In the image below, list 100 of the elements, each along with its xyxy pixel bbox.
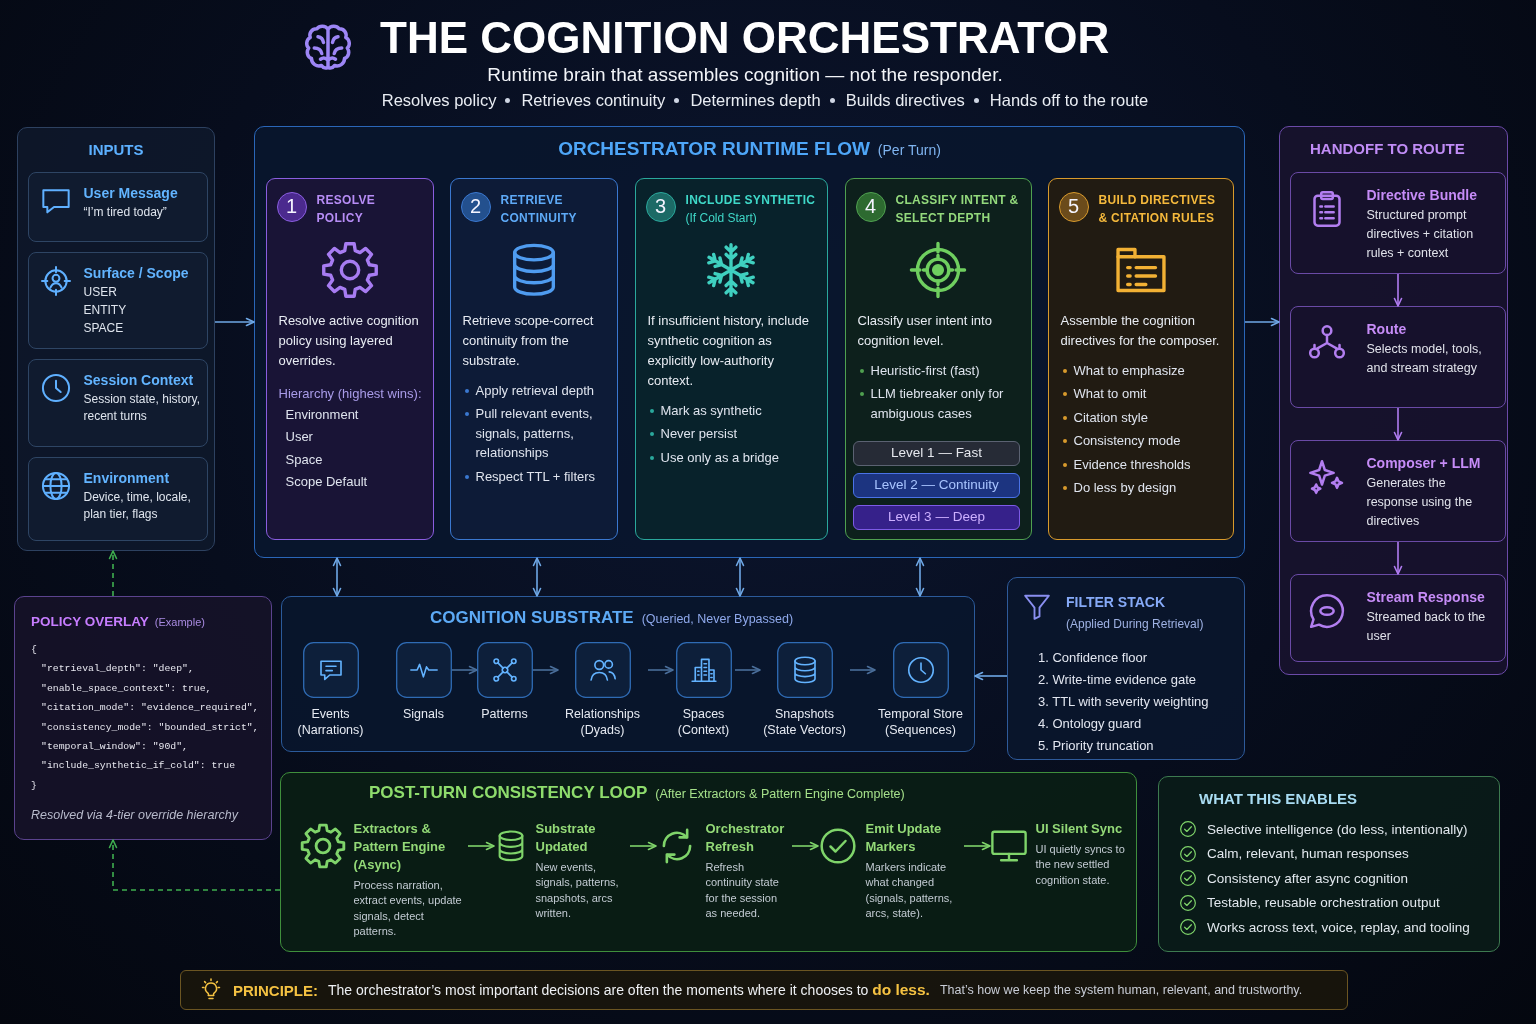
section-panel — [1279, 126, 1508, 675]
card-title: Route — [1366, 319, 1408, 339]
arrow — [532, 665, 559, 675]
loop-step-text: UI quietly syncs to the new settled cognition state. — [1035, 841, 1126, 888]
panel-heading: POLICY OVERLAY — [31, 614, 149, 629]
card-text: Generates the response using the directives — [1366, 474, 1474, 530]
bullet-item: What to emphasize — [1060, 360, 1223, 380]
card-title: Session Context — [83, 370, 195, 390]
arrow — [963, 841, 991, 851]
section-panel — [254, 126, 1245, 558]
step-description: Retrieve scope-correct continuity from the substrate. — [462, 311, 595, 370]
loop-step-text: Markers indicate what changed (signals, patterns, arcs, state). — [865, 859, 954, 921]
footnote: Resolved via 4-tier override hierarchy — [31, 807, 240, 825]
bullet-item: Apply retrieval depth — [462, 380, 607, 400]
code-line: "consistency_mode": "bounded_strict", — [40, 720, 260, 735]
card-text: Structured prompt directives + citation rules + context — [1366, 206, 1475, 262]
principle-text: The orchestrator’s most important decisions are often the moments where it chooses to do less. — [328, 981, 930, 999]
benefit-item: Consistency after async cognition — [1207, 870, 1409, 886]
arrow — [647, 665, 674, 675]
code-line: "enable_space_context": true, — [40, 681, 213, 696]
code-line: } — [31, 778, 38, 793]
principle-banner — [180, 970, 1348, 1010]
arrow — [849, 665, 876, 675]
arrow — [1244, 317, 1280, 327]
section-panel — [281, 596, 975, 752]
step-title: BUILD DIRECTIVES & CITATION RULES — [1098, 191, 1217, 227]
card-text: USER — [83, 283, 118, 301]
handoff-card — [1289, 573, 1506, 662]
loop-step-text: Refresh continuity state for the session as needed. — [705, 859, 780, 921]
code-line: "include_synthetic_if_cold": true — [40, 759, 236, 774]
tile-label: Relationships — [564, 705, 640, 722]
bullet-item: Respect TTL + filters — [462, 466, 607, 486]
card-text: Selects model, tools, and stream strategy — [1366, 340, 1483, 377]
step-number: 1 — [276, 191, 307, 222]
bullet-item: Mark as synthetic — [647, 400, 817, 420]
tile-sublabel: (Context) — [677, 721, 730, 738]
step-card — [844, 177, 1032, 540]
panel-heading: COGNITION SUBSTRATE — [430, 607, 634, 629]
handoff-card — [1289, 439, 1506, 542]
list-item: 2. Write-time evidence gate — [1037, 671, 1197, 689]
tile-label: Snapshots — [774, 705, 835, 722]
code-line: "temporal_window": "90d", — [40, 740, 189, 755]
summary-item: Retrieves continuity — [496, 89, 666, 111]
loop-step-title: Orchestrator Refresh — [705, 819, 786, 856]
panel-heading: POST-TURN CONSISTENCY LOOP — [369, 782, 648, 804]
tile-label: Events — [311, 705, 350, 722]
card-title: Directive Bundle — [1366, 185, 1478, 205]
list-item: 3. TTL with severity weighting — [1037, 693, 1210, 711]
summary-item: Determines depth — [665, 89, 821, 111]
arrow — [467, 841, 495, 851]
card-text: SPACE — [83, 319, 125, 337]
double-arrow — [735, 557, 745, 597]
bullet-item: Citation style — [1060, 407, 1223, 427]
card-title: Environment — [83, 468, 171, 488]
summary-item: Builds directives — [820, 89, 965, 111]
loop-step-text: New events, signals, patterns, snapshots, arcs written. — [535, 859, 620, 921]
list-item: Space — [284, 450, 324, 469]
step-card — [634, 177, 828, 540]
depth-level: Level 2 — Continuity — [853, 473, 1020, 498]
arrow — [629, 841, 657, 851]
depth-level: Level 1 — Fast — [853, 441, 1020, 466]
list-item: 1. Confidence floor — [1037, 649, 1149, 667]
benefit-item: Works across text, voice, replay, and tooling — [1207, 919, 1470, 935]
arrow — [451, 665, 478, 675]
card-title: Composer + LLM — [1366, 453, 1482, 473]
section-panel — [280, 772, 1137, 952]
benefit-item: Testable, reusable orchestration output — [1207, 895, 1440, 911]
principle-note: That’s how we keep the system human, relevant, and trustworthy. — [939, 983, 1303, 997]
input-card — [27, 358, 208, 447]
step-number: 3 — [645, 191, 676, 222]
loop-step-title: Emit Update Markers — [865, 819, 943, 856]
step-description: Classify user intent into cognition level. — [857, 311, 993, 350]
step-number: 2 — [460, 191, 491, 222]
tile-sublabel: (Narrations) — [297, 721, 364, 738]
tile-label: Patterns — [481, 705, 528, 722]
panel-subheading: (Example) — [154, 616, 205, 628]
tile-sublabel: (Sequences) — [885, 721, 956, 738]
step-number: 5 — [1058, 191, 1089, 222]
code-panel — [14, 596, 272, 840]
code-line: "retrieval_depth": "deep", — [40, 662, 195, 677]
handoff-card — [1289, 171, 1506, 274]
card-text: “I’m tired today” — [83, 203, 168, 221]
benefit-item: Calm, relevant, human responses — [1207, 846, 1409, 862]
card-title: User Message — [83, 183, 179, 203]
filter-panel — [1007, 577, 1245, 760]
subtitle: Runtime brain that assembles cognition — not the responder. — [487, 63, 1003, 87]
list-item: 5. Priority truncation — [1037, 737, 1155, 755]
tile-sublabel: (State Vectors) — [763, 721, 846, 738]
card-text: Session state, history, recent turns — [83, 390, 201, 425]
step-description: If insufficient history, include synthetic cognition as explicitly low-authority context. — [647, 311, 810, 390]
arrow — [1393, 407, 1403, 441]
loop-step-title: (Async) — [353, 855, 403, 874]
tile-label: Spaces — [682, 705, 725, 722]
card-title: Surface / Scope — [83, 263, 190, 283]
section-panel — [17, 127, 215, 551]
depth-level: Level 3 — Deep — [853, 505, 1020, 530]
step-card — [1047, 177, 1234, 540]
panel-subheading: (Per Turn) — [877, 141, 941, 160]
card-text: Device, time, locale, plan tier, flags — [83, 488, 192, 523]
page-title: THE COGNITION ORCHESTRATOR — [380, 13, 1110, 63]
